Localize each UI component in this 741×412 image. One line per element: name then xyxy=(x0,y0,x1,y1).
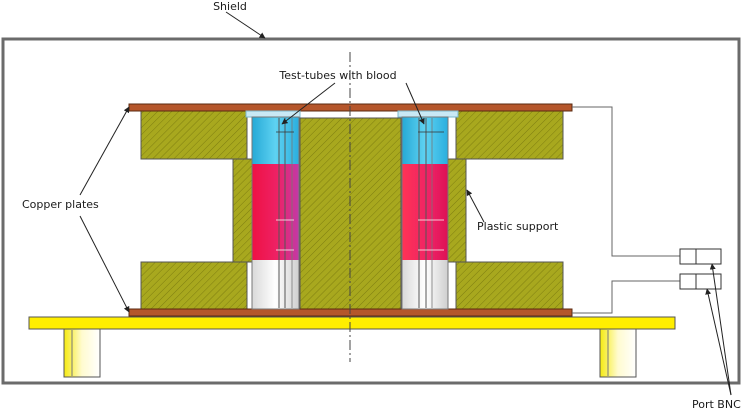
label-test-tubes: Test-tubes with blood xyxy=(278,69,396,82)
label-plastic-support: Plastic support xyxy=(477,220,559,233)
label-port-bnc: Port BNC xyxy=(692,398,741,411)
plastic-support xyxy=(140,110,564,310)
test-tube-right xyxy=(397,110,459,310)
bnc-ports xyxy=(679,248,722,290)
shield-enclosure xyxy=(1,37,741,385)
signal-wires xyxy=(572,106,680,314)
annotation-leaders xyxy=(79,11,732,396)
base-leg-right xyxy=(599,328,637,378)
label-copper-plates: Copper plates xyxy=(22,198,99,211)
test-tube-left xyxy=(245,110,301,310)
label-shield: Shield xyxy=(213,0,247,13)
base-platform xyxy=(28,316,676,378)
base-leg-left xyxy=(63,328,101,378)
